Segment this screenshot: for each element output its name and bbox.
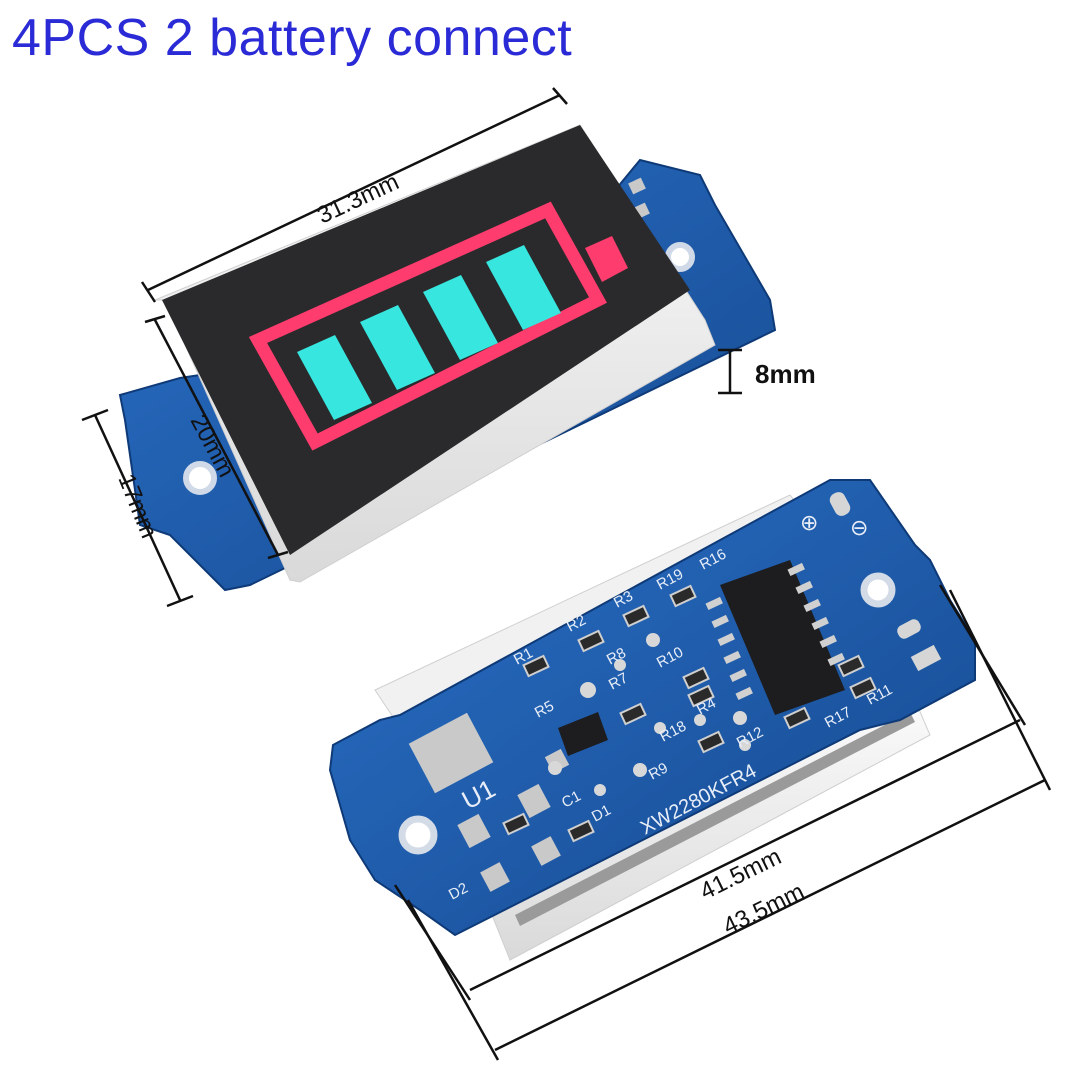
battery-bar-4 xyxy=(486,245,561,330)
vias xyxy=(548,633,751,796)
mount-hole-tr xyxy=(860,572,896,608)
battery-outline-icon xyxy=(248,201,607,451)
battery-bar-3 xyxy=(423,275,498,360)
mount-hole-left xyxy=(183,461,217,495)
battery-tip-icon xyxy=(585,236,628,282)
pcb-bottom-module xyxy=(328,479,976,937)
battery-bar-1 xyxy=(297,335,372,420)
module-top: 31.3mm 20mm 17mm 8mm xyxy=(81,87,816,608)
mount-hole-bl xyxy=(398,815,438,855)
transistor xyxy=(558,712,608,756)
big-solder-pad xyxy=(408,712,494,794)
title: 4PCS 2 battery connect xyxy=(12,9,573,67)
dimension-side-height xyxy=(81,408,194,608)
label-minus: ⊖ xyxy=(850,515,868,540)
label-plus: ⊕ xyxy=(800,510,818,535)
module-bottom: U1 XW2280KFR4 ⊕ ⊖ R1 R2 R3 R19 R16 R10 R… xyxy=(328,479,1052,1061)
dimension-top-width xyxy=(140,87,568,303)
battery-bar-2 xyxy=(360,305,435,390)
smd-components xyxy=(502,584,877,843)
battery-bars xyxy=(297,245,561,420)
main-ic-chip xyxy=(705,560,845,715)
dimension-front-height xyxy=(144,314,289,560)
dimension-depth-label: 8mm xyxy=(755,359,816,389)
dimension-depth xyxy=(718,348,742,395)
dimension-board-widths xyxy=(393,584,1052,1061)
